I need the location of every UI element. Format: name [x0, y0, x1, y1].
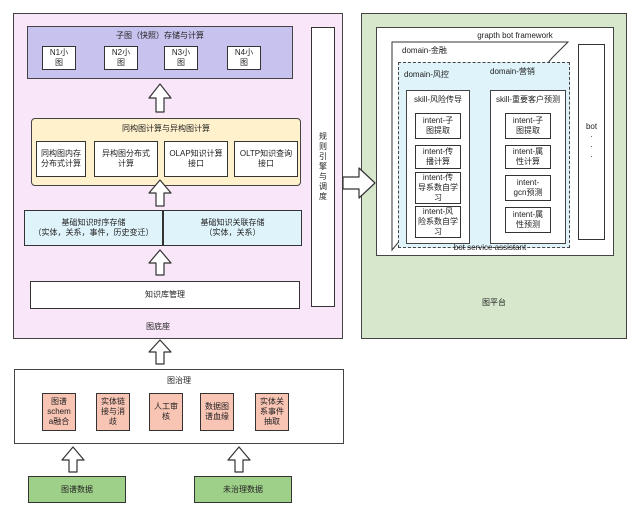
domain-marketing-title: domain-营销: [490, 67, 535, 76]
intent-customer-subgraph: intent-子 图提取: [505, 113, 551, 139]
domain-finance-title: domain-金融: [402, 46, 447, 55]
compute-item-olap: OLAP知识计算 接口: [164, 141, 228, 177]
subgraph-node-n2: N2小 图: [104, 46, 138, 70]
platform-title: 图平台: [482, 298, 506, 307]
subgraph-node-n1: N1小 图: [42, 46, 76, 70]
governance-data-lineage: 数据图 谱血缘: [200, 393, 234, 431]
skill-customer-title: skill-重要客户预测: [496, 95, 560, 104]
bot-service-assistant: bot service assistant: [453, 243, 527, 252]
governance-title: 图治理: [167, 376, 191, 385]
intent-risk-factor-learning: intent-风 险系数自学 习: [415, 206, 461, 238]
rule-engine-scheduling: 规 则 引 擎 与 调 度: [311, 27, 335, 307]
governance-schema-fusion: 图谱 schem a融合: [42, 393, 76, 431]
governance-entity-linking: 实体链 接与消 歧: [96, 393, 130, 431]
governance-entity-extraction: 实体关 系事件 抽取: [255, 393, 289, 431]
graph-db-title: 图底座: [146, 322, 170, 331]
arrow-up-source-ungoverned: [227, 446, 251, 473]
subgraph-node-n4: N4小 图: [227, 46, 261, 70]
intent-risk-coef-learning: intent-传 导系数自学 习: [415, 172, 461, 204]
intent-risk-propagation: intent-传 播计算: [415, 145, 461, 169]
intent-customer-attribute: intent-属 性计算: [505, 145, 551, 169]
skill-risk-title: skill-风险传导: [414, 95, 462, 104]
framework-title: grapth bot framework: [477, 31, 553, 40]
arrow-up-source-graph: [61, 446, 85, 473]
subgraph-title: 子图（快照）存储与计算: [116, 31, 204, 40]
compute-item-homo-memory: 同构图内存 分布式计算: [36, 141, 86, 177]
compute-title: 同构图计算与异构图计算: [122, 124, 210, 133]
arrow-up-governance-to-db: [148, 339, 172, 365]
bot-panel: bot · · ·: [578, 44, 605, 240]
storage-time-series: 基础知识时序存储 （实体，关系，事件，历史变迁）: [24, 210, 163, 246]
knowledge-base-management: 知识库管理: [30, 281, 300, 309]
governance-manual-review: 人工审 核: [149, 393, 183, 431]
intent-risk-subgraph: intent-子 图提取: [415, 113, 461, 139]
domain-risk-title: domain-风控: [404, 70, 449, 79]
source-graph-data: 图谱数据: [28, 476, 126, 503]
intent-customer-gcn: intent- gcn预测: [505, 175, 551, 201]
intent-customer-attr-predict: intent-属 性预测: [505, 207, 551, 233]
subgraph-node-n3: N3小 图: [164, 46, 198, 70]
storage-association: 基础知识关联存储 （实体，关系）: [163, 210, 302, 246]
compute-item-oltp: OLTP知识查询 接口: [234, 141, 298, 177]
source-ungoverned-data: 未治理数据: [194, 476, 292, 503]
compute-item-hetero-distributed: 异构图分布式 计算: [94, 141, 158, 177]
